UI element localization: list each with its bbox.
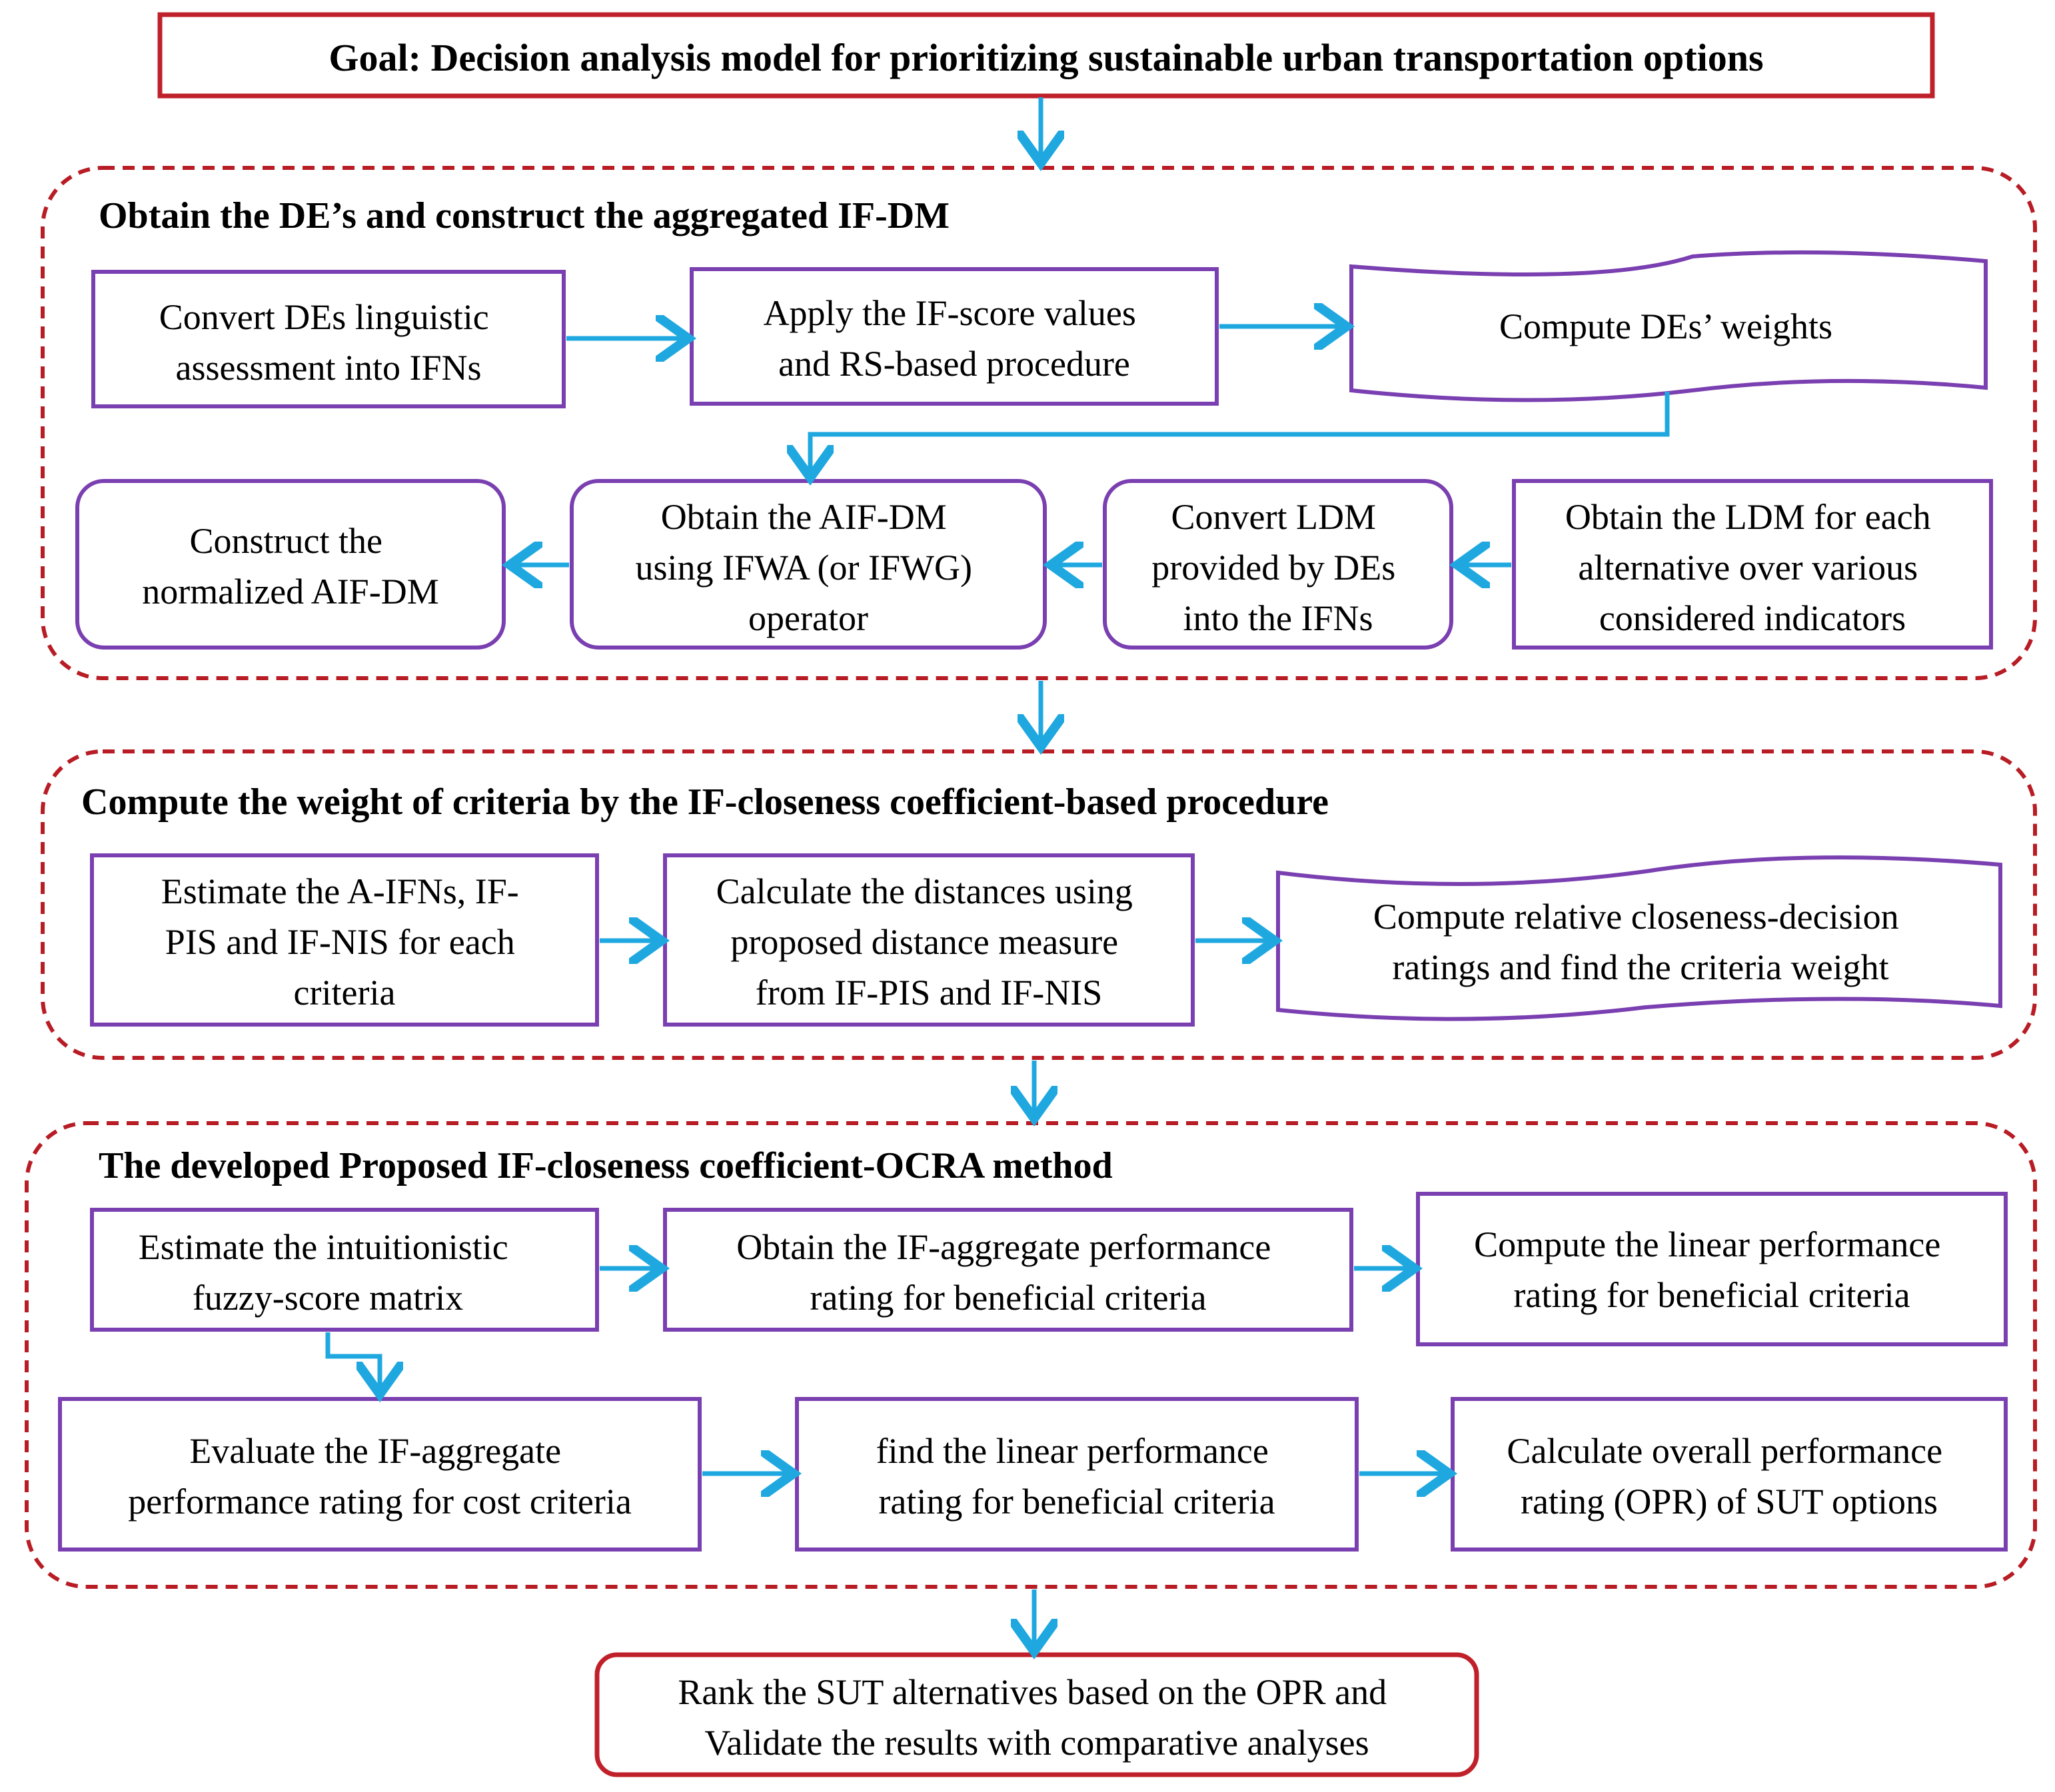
- svg-text:Convert LDM provided by: Convert LDM provided by DEs into the IFN…: [1151, 497, 1404, 638]
- stage3-box-aggregate-cost: Evaluate the IF-aggregate performance ra…: [58, 1397, 702, 1552]
- stage1-box-obtain-ldm: Obtain the LDM for each alternative over…: [1512, 479, 1993, 650]
- final-node: Rank the SUT alternatives based on the O…: [594, 1652, 1479, 1777]
- box-line: assessment into IFNs: [176, 348, 482, 388]
- box-line: Obtain the IF-aggregate performance: [736, 1227, 1271, 1267]
- box-line: Calculate the distances using: [716, 871, 1133, 911]
- svg-text:Estimate the A-IFNs, IF-: Estimate the A-IFNs, IF- PIS and IF-NIS …: [161, 871, 528, 1013]
- stage3-box-linear-beneficial-2: find the linear performance rating for b…: [795, 1397, 1359, 1552]
- svg-text:Obtain the AIF-DM using: Obtain the AIF-DM using IFWA (or IFWG) o…: [636, 497, 982, 638]
- goal-text: Goal: Decision analysis model for priori…: [329, 36, 1763, 79]
- box-line: rating for beneficial criteria: [810, 1278, 1206, 1318]
- stage3-box-overall-performance: Calculate overall performance rating (OP…: [1451, 1397, 2008, 1552]
- svg-text:Obtain the IF-aggregate perfor: Obtain the IF-aggregate performance rati…: [736, 1227, 1280, 1318]
- box-line: provided by DEs: [1151, 548, 1395, 588]
- stage1-doc-compute-weights: Compute DEs’ weights: [1349, 250, 1988, 402]
- svg-text:find the linear performance: find the linear performance rating for b…: [876, 1431, 1278, 1522]
- stage1-box-convert-ldm: Convert LDM provided by DEs into the IFN…: [1103, 479, 1453, 650]
- svg-text:Apply the IF-score values: Apply the IF-score values and RS-based p…: [764, 293, 1145, 384]
- box-line: Construct the: [190, 521, 382, 561]
- box-line: normalized AIF-DM: [142, 572, 438, 612]
- box-line: proposed distance measure: [730, 922, 1118, 962]
- stage3-box-score-matrix: Estimate the intuitionistic fuzzy-score …: [90, 1208, 599, 1332]
- arrow-weights-to-aifdm: [810, 392, 1670, 473]
- box-line: Convert DEs linguistic: [159, 297, 489, 337]
- svg-text:Calculate overall performance: Calculate overall performance rating (OP…: [1507, 1431, 1951, 1522]
- svg-text:Compute relative closeness-dec: Compute relative closeness-decision rati…: [1373, 897, 1908, 987]
- svg-text:Compute DEs’ weights: Compute DEs’ weights: [1499, 306, 1832, 346]
- box-line: Obtain the LDM for each: [1565, 497, 1931, 537]
- stage1-box-convert-linguistic: Convert DEs linguistic assessment into I…: [91, 270, 566, 408]
- box-line: and RS-based procedure: [778, 344, 1130, 384]
- box-line: rating for beneficial criteria: [1513, 1275, 1910, 1315]
- box-line: Estimate the intuitionistic: [139, 1227, 508, 1267]
- box-line: Compute the linear performance: [1474, 1224, 1940, 1264]
- svg-text:Convert DEs linguistic a: Convert DEs linguistic assessment into I…: [159, 297, 498, 388]
- svg-text:Calculate the distances using: Calculate the distances using proposed d…: [716, 871, 1142, 1013]
- final-line: Rank the SUT alternatives based on the O…: [678, 1672, 1387, 1712]
- stage2-container: [41, 749, 2037, 1060]
- box-line: Evaluate the IF-aggregate: [189, 1431, 561, 1471]
- stage1-container: [41, 166, 2037, 680]
- box-line: Convert LDM: [1171, 497, 1376, 537]
- svg-text:Estimate the intuitionistic: Estimate the intuitionistic fuzzy-score …: [139, 1227, 517, 1318]
- stage1-box-normalized-aif-dm: Construct the normalized AIF-DM: [75, 479, 506, 650]
- box-line: rating (OPR) of SUT options: [1521, 1482, 1938, 1522]
- box-line: Calculate overall performance: [1507, 1431, 1942, 1471]
- box-line: Apply the IF-score values: [764, 293, 1136, 333]
- svg-text:Evaluate the IF-aggregate: Evaluate the IF-aggregate performance ra…: [128, 1431, 632, 1522]
- box-line: into the IFNs: [1183, 598, 1373, 638]
- box-line: Estimate the A-IFNs, IF-: [161, 871, 519, 911]
- stage1-box-apply-score: Apply the IF-score values and RS-based p…: [690, 267, 1219, 406]
- box-line: performance rating for cost criteria: [128, 1482, 632, 1522]
- final-line: Validate the results with comparative an…: [704, 1723, 1369, 1763]
- svg-text:Construct the normalized: Construct the normalized AIF-DM: [142, 521, 438, 612]
- box-line: criteria: [294, 973, 396, 1013]
- svg-text:Obtain the LDM for each: Obtain the LDM for each alternative over…: [1565, 497, 1940, 638]
- stage1-heading: Obtain the DE’s and construct the aggreg…: [99, 195, 950, 236]
- stage2-box-estimate-aifns: Estimate the A-IFNs, IF- PIS and IF-NIS …: [90, 853, 599, 1027]
- box-line: Compute relative closeness-decision: [1373, 897, 1899, 937]
- box-line: Compute DEs’ weights: [1499, 306, 1832, 346]
- svg-text:Rank the SUT alternatives base: Rank the SUT alternatives based on the O…: [678, 1672, 1395, 1763]
- stage2-box-calculate-distances: Calculate the distances using proposed d…: [663, 853, 1195, 1027]
- stage2-heading: Compute the weight of criteria by the IF…: [81, 781, 1329, 823]
- stage3-box-aggregate-beneficial: Obtain the IF-aggregate performance rati…: [663, 1208, 1353, 1332]
- arrow-s3-box1-to-box4: [325, 1332, 380, 1390]
- box-line: using IFWA (or IFWG): [636, 548, 972, 588]
- box-line: Obtain the AIF-DM: [661, 497, 947, 537]
- stage1-box-obtain-aif-dm: Obtain the AIF-DM using IFWA (or IFWG) o…: [570, 479, 1047, 650]
- box-line: alternative over various: [1578, 548, 1918, 588]
- box-line: ratings and find the criteria weight: [1392, 947, 1888, 987]
- box-line: find the linear performance: [876, 1431, 1269, 1471]
- stage2-doc-relative-closeness: Compute relative closeness-decision rati…: [1276, 855, 2002, 1021]
- box-line: rating for beneficial criteria: [878, 1482, 1275, 1522]
- box-line: from IF-PIS and IF-NIS: [756, 973, 1103, 1013]
- box-line: PIS and IF-NIS for each: [165, 922, 515, 962]
- box-line: considered indicators: [1599, 598, 1906, 638]
- stage3-box-linear-beneficial: Compute the linear performance rating fo…: [1416, 1192, 2008, 1346]
- goal-node: Goal: Decision analysis model for priori…: [157, 12, 1935, 99]
- box-line: operator: [748, 598, 868, 638]
- box-line: fuzzy-score matrix: [193, 1278, 463, 1318]
- svg-text:Compute the linear performance: Compute the linear performance rating fo…: [1474, 1224, 1950, 1315]
- stage3-heading: The developed Proposed IF-closeness coef…: [99, 1145, 1113, 1186]
